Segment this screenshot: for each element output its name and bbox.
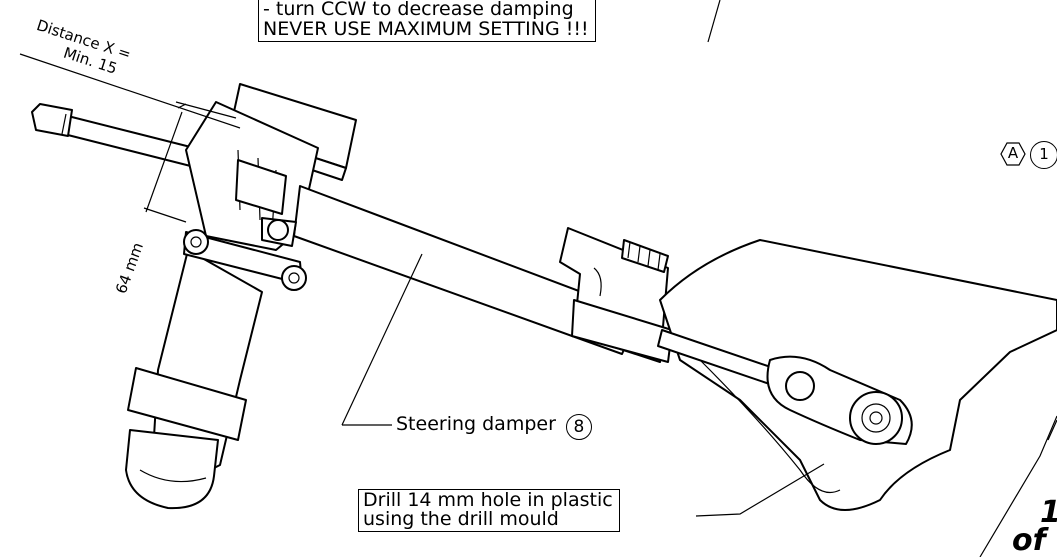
marker-hexagon: A xyxy=(1000,142,1026,166)
fairing xyxy=(659,239,1057,511)
steering-damper-label: Steering damper 8 xyxy=(396,413,592,440)
handlebar-end xyxy=(31,103,73,137)
page-corner-line-1: 1 xyxy=(1012,498,1057,528)
fork-bottom xyxy=(125,429,219,510)
page-corner-text: 1 of xyxy=(1012,498,1057,556)
damper-body xyxy=(293,185,641,355)
leader-steering-damper xyxy=(341,253,423,426)
adjuster-knob xyxy=(621,239,669,273)
leader-drill xyxy=(695,463,825,517)
drill-line-1: Drill 14 mm hole in plastic xyxy=(363,489,613,511)
callout-line-2: NEVER USE MAXIMUM SETTING !!! xyxy=(263,18,589,40)
steering-damper-text: Steering damper xyxy=(396,413,556,435)
marker-circle: 1 xyxy=(1030,141,1057,169)
fork-guard xyxy=(127,367,247,441)
marker-letter: A xyxy=(1007,144,1019,162)
view-marker: A 1 xyxy=(1000,140,1057,172)
marker-digit: 1 xyxy=(1039,145,1049,163)
part-number-badge: 8 xyxy=(565,414,592,440)
callout-line-1: - turn CCW to decrease damping xyxy=(263,0,574,20)
callout-damping-instruction: - turn CCW to decrease damping NEVER USE… xyxy=(258,0,596,42)
drill-note: Drill 14 mm hole in plastic using the dr… xyxy=(358,489,620,532)
drill-line-2: using the drill mould xyxy=(363,508,559,530)
page-corner-line-2: of xyxy=(1012,523,1046,558)
leader-callout-top xyxy=(707,0,721,43)
